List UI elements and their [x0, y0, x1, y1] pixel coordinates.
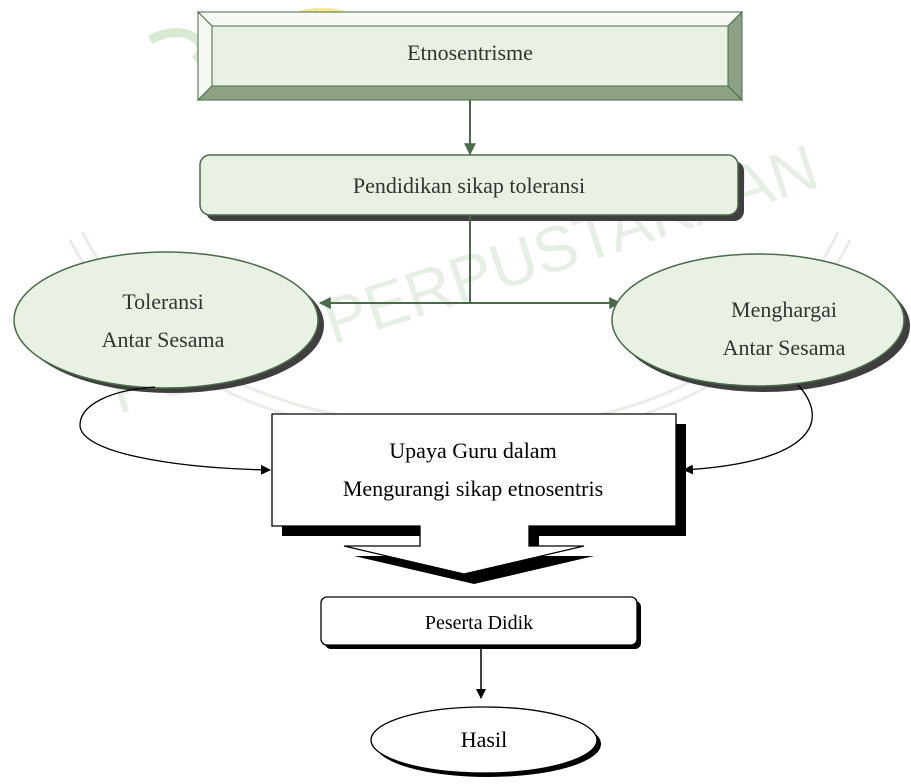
etnosentrisme-box: Etnosentrisme [196, 10, 744, 102]
respect-line1: Menghargai [731, 297, 837, 322]
education-box: Pendidikan sikap toleransi [199, 154, 744, 221]
education-label: Pendidikan sikap toleransi [353, 173, 585, 198]
students-box: Peserta Didik [320, 596, 641, 649]
etnosentrisme-label: Etnosentrisme [407, 40, 533, 65]
effort-line2: Mengurangi sikap etnosentris [343, 476, 603, 501]
tolerance-line2: Antar Sesama [102, 327, 225, 352]
curve-right-to-effort [683, 384, 813, 475]
tolerance-line1: Toleransi [122, 289, 204, 314]
split-connector [318, 215, 622, 309]
respect-ellipse: Menghargai Antar Sesama [611, 253, 910, 392]
result-label: Hasil [461, 727, 507, 752]
tolerance-ellipse: Toleransi Antar Sesama [13, 251, 324, 393]
effort-box: Upaya Guru dalam Mengurangi sikap etnose… [271, 413, 686, 584]
students-label: Peserta Didik [425, 612, 533, 634]
curve-left-to-effort [79, 386, 271, 475]
result-ellipse: Hasil [370, 706, 601, 777]
effort-line1: Upaya Guru dalam [389, 438, 556, 463]
respect-line2: Antar Sesama [723, 335, 846, 360]
